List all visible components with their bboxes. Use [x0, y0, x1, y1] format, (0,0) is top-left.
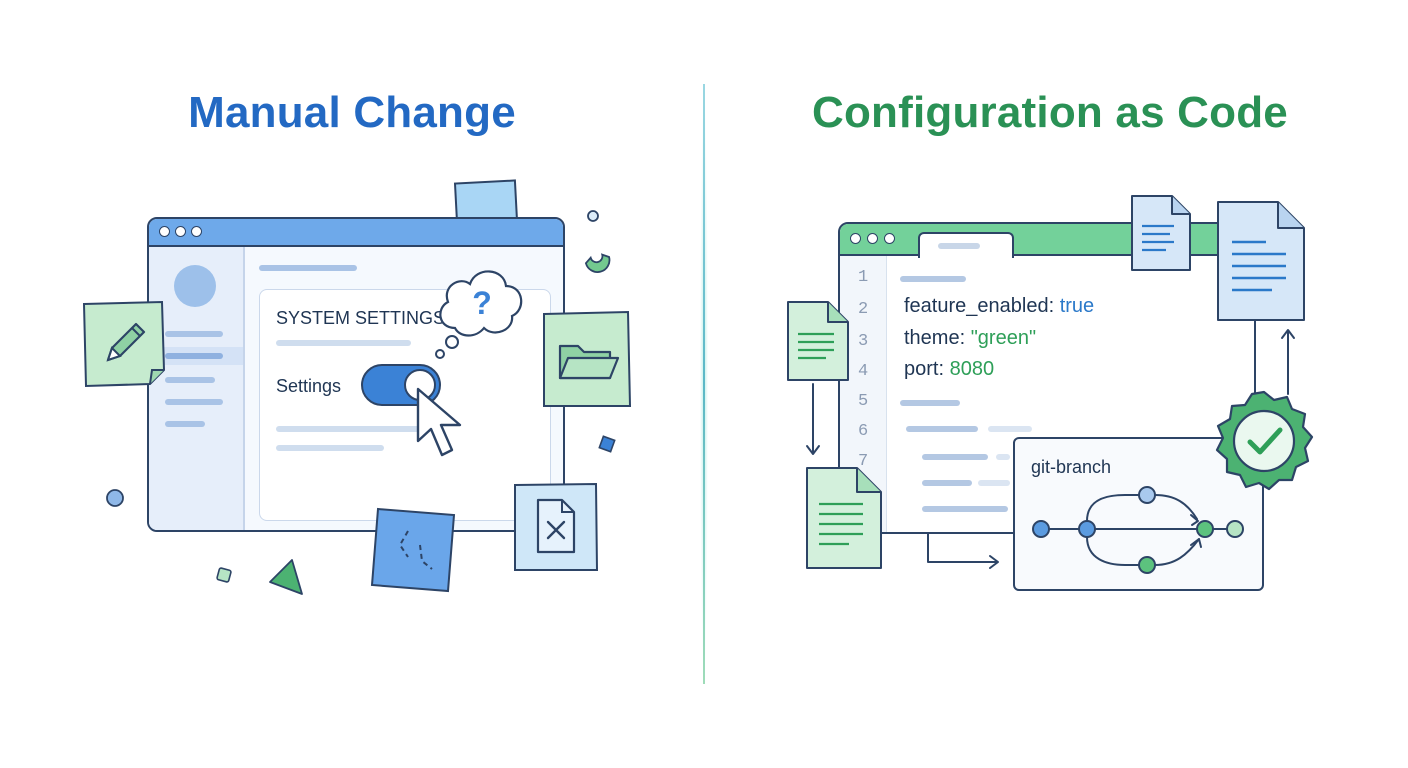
code-placeholder: [922, 454, 988, 460]
question-mark: ?: [472, 285, 492, 321]
folder-icon: [558, 344, 620, 380]
panel-title: SYSTEM SETTINGS: [276, 308, 446, 328]
code-line: port: 8080: [904, 358, 995, 380]
code-placeholder: [988, 426, 1032, 432]
document-icon: [787, 301, 849, 381]
manual-change-title: Manual Change: [188, 88, 516, 137]
pencil-icon: [106, 322, 146, 362]
sidebar-item[interactable]: [165, 377, 215, 383]
avatar: [174, 265, 216, 307]
file-x-note: [514, 482, 599, 571]
decorative-shapes: [106, 210, 616, 595]
code-line: theme: "green": [904, 327, 1037, 349]
line-number: 3: [858, 332, 869, 351]
settings-window: SYSTEM SETTINGS Settings: [147, 217, 565, 532]
line-number: 4: [858, 362, 869, 381]
arrow-icon: [927, 533, 997, 563]
document-icon: [806, 467, 882, 569]
window-titlebar: [149, 219, 563, 247]
window-dot: [191, 226, 202, 237]
cursor-icon: [416, 387, 462, 457]
code-placeholder: [906, 426, 978, 432]
checkmark-badge-icon: [1215, 390, 1314, 491]
window-dot: [159, 226, 170, 237]
line-number: 5: [858, 392, 869, 411]
code-placeholder: [900, 276, 966, 282]
git-branch-panel: git-branch: [1013, 437, 1264, 591]
git-branch-label: git-branch: [1031, 457, 1112, 477]
window-dot: [884, 233, 895, 244]
document-icon: [1131, 195, 1191, 271]
window-sidebar: [149, 247, 245, 530]
folder-note: [543, 310, 632, 407]
window-dot: [175, 226, 186, 237]
line-number: 7: [858, 452, 869, 471]
document-icon: [1217, 201, 1305, 321]
window-dot: [867, 233, 878, 244]
code-placeholder: [996, 454, 1010, 460]
code-line: feature_enabled: true: [904, 295, 1095, 317]
settings-label: Settings: [276, 376, 342, 396]
sidebar-item[interactable]: [165, 399, 223, 405]
editor-tab[interactable]: [918, 232, 1014, 258]
sidebar-item[interactable]: [165, 331, 223, 337]
panel-bar: [276, 426, 426, 432]
code-placeholder: [922, 480, 972, 486]
line-number: 6: [858, 422, 869, 441]
code-placeholder: [900, 400, 960, 406]
git-branch-graph: [1032, 486, 1244, 574]
window-dot: [850, 233, 861, 244]
sidebar-item-active[interactable]: [149, 347, 243, 365]
code-placeholder: [922, 506, 1008, 512]
line-number: 2: [858, 300, 869, 319]
pencil-note: [82, 300, 166, 388]
sticky-note-blue: [370, 507, 456, 593]
config-as-code-title: Configuration as Code: [812, 88, 1288, 137]
code-placeholder: [978, 480, 1010, 486]
file-x-icon: [536, 498, 576, 554]
panel-bar: [276, 445, 384, 451]
header-bar: [259, 265, 357, 271]
question-cloud-icon: ?: [435, 270, 523, 359]
panel-bar: [276, 340, 411, 346]
center-divider: [700, 84, 708, 684]
line-number: 1: [858, 268, 869, 287]
sidebar-item[interactable]: [165, 421, 205, 427]
